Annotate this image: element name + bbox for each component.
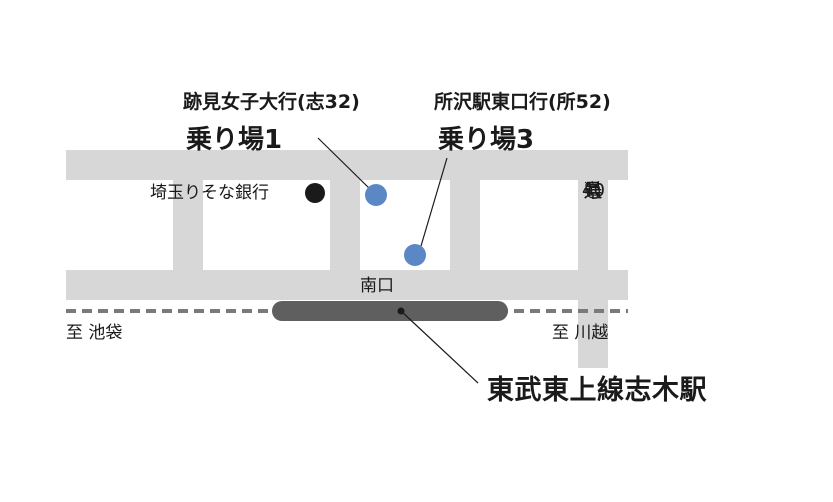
station-name-label: 東武東上線志木駅 — [487, 375, 707, 406]
road-vertical-west — [173, 150, 203, 300]
bus-stop-1-marker[interactable] — [365, 184, 387, 206]
stop3-route-label: 所沢駅東口行(所52) — [434, 91, 611, 113]
leader-line-station — [400, 310, 479, 384]
road-label-char: 号 — [583, 180, 603, 202]
road-vertical-east — [450, 150, 480, 300]
road-vertical-center — [330, 150, 360, 300]
road-label-char: 県 — [583, 180, 603, 202]
stop3-name-label: 乗り場3 — [438, 125, 535, 155]
south-exit-label: 南口 — [360, 276, 394, 296]
bus-stop-3-marker[interactable] — [404, 244, 426, 266]
bank-label: 埼玉りそな銀行 — [150, 183, 269, 203]
station-center-dot — [397, 307, 405, 315]
stop1-route-label: 跡見女子大行(志32) — [183, 91, 360, 113]
leader-line-stop3 — [420, 157, 448, 247]
direction-ikebukuro-label: 至 池袋 — [66, 323, 123, 343]
road-prefectural-40 — [578, 150, 608, 368]
direction-kawagoe-label: 至 川越 — [552, 323, 609, 343]
road-label-char: 40 — [582, 180, 605, 201]
stop1-name-label: 乗り場1 — [186, 125, 283, 155]
leader-line-stop1 — [317, 137, 372, 191]
bank-marker — [305, 183, 325, 203]
station-platform — [272, 301, 508, 321]
road-label-char: 道 — [583, 180, 603, 202]
